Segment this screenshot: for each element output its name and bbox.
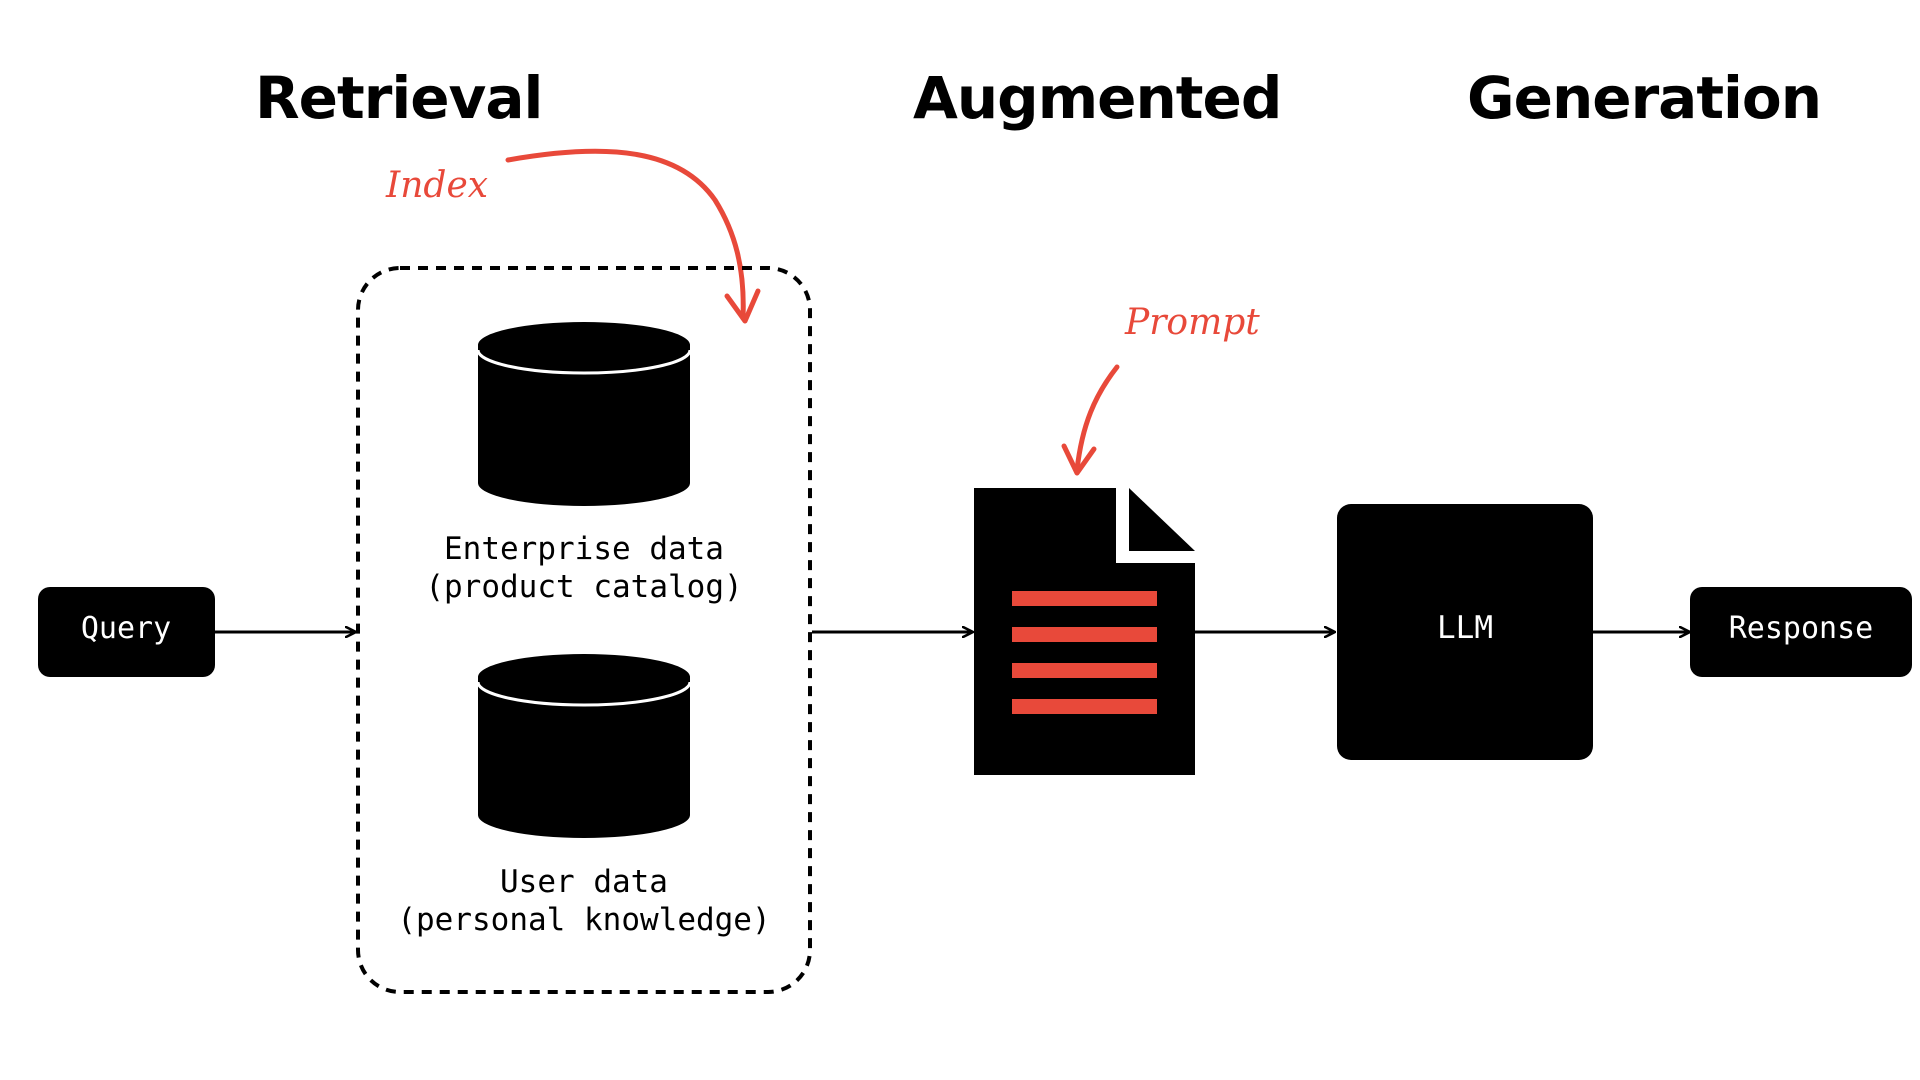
heading-retrieval: Retrieval xyxy=(255,64,542,132)
response-label: Response xyxy=(1729,611,1874,646)
query-label: Query xyxy=(81,611,171,646)
retrieval-data-sources-container xyxy=(356,266,812,994)
database-cylinder-icon xyxy=(476,654,692,838)
query-box xyxy=(38,587,215,677)
enterprise-data-label: Enterprise data xyxy=(444,531,724,567)
user-data-sublabel: (personal knowledge) xyxy=(397,902,770,938)
database-cylinder-icon xyxy=(476,322,692,506)
response-box xyxy=(1690,587,1912,677)
index-arrow xyxy=(505,148,761,324)
prompt-document-icon xyxy=(974,488,1195,775)
llm-label: LLM xyxy=(1437,610,1493,646)
llm-box xyxy=(1337,504,1593,760)
heading-generation: Generation xyxy=(1467,64,1821,132)
heading-augmented: Augmented xyxy=(913,64,1281,132)
index-annotation-label: Index xyxy=(385,165,488,206)
prompt-arrow xyxy=(1061,364,1120,476)
enterprise-data-sublabel: (product catalog) xyxy=(425,569,742,605)
user-data-label: User data xyxy=(500,864,668,900)
prompt-annotation-label: Prompt xyxy=(1124,302,1260,343)
